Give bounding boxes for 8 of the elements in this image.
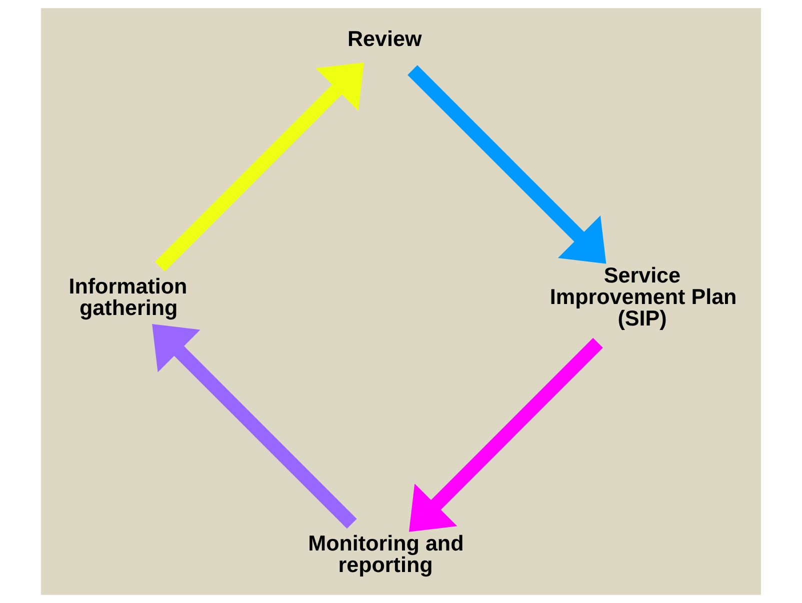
node-text: Service Improvement Plan (SIP): [550, 262, 737, 331]
arrow: [408, 338, 603, 532]
arrow: [154, 62, 364, 272]
arrow: [408, 65, 606, 264]
arrow: [152, 324, 357, 529]
node-text: Review: [347, 26, 422, 52]
node-text: Monitoring and reporting: [308, 530, 464, 578]
node-text: Information gathering: [68, 273, 188, 320]
